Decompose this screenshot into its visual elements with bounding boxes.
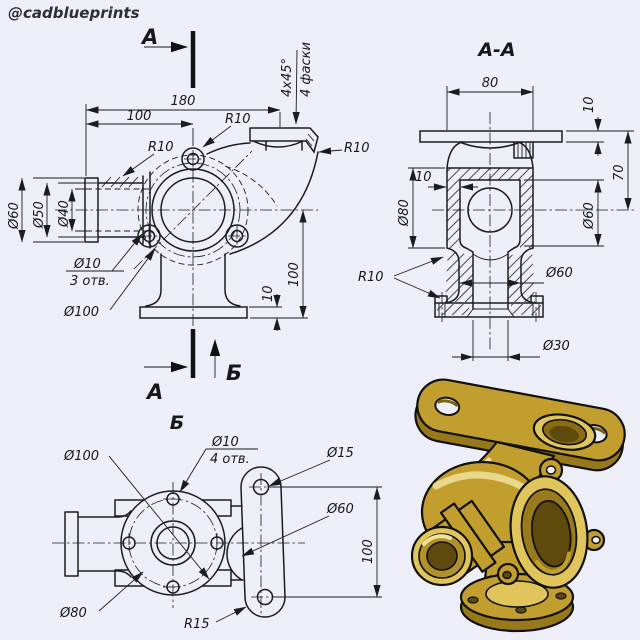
front-dim-100-right: 100	[287, 262, 302, 287]
bottom-stub	[64, 510, 132, 578]
render-front-flange	[496, 457, 606, 589]
front-r10-top: R10	[225, 112, 251, 127]
front-dia50: Ø50	[32, 201, 47, 229]
section-dia60-cavity: Ø60	[582, 202, 597, 230]
bottom-base-flange	[120, 490, 226, 596]
front-dimensions: 180 100 R10 R10 R10 4x45° 4 фаски Ø60 Ø5…	[7, 42, 370, 331]
front-r10-left: R10	[148, 140, 174, 155]
bottom-title: Б	[170, 412, 184, 434]
front-stem	[145, 253, 241, 307]
front-r10-right: R10	[344, 141, 370, 156]
front-dim-10: 10	[261, 285, 276, 302]
bottom-dia80: Ø80	[59, 606, 87, 621]
front-flange	[137, 147, 249, 266]
front-chamfer-note: 4 фаски	[299, 42, 314, 97]
front-dim-100-top: 100	[127, 109, 152, 124]
bottom-dim-100: 100	[361, 539, 376, 564]
render-3d	[410, 378, 626, 633]
bottom-dimensions: Ø100 Ø10 4 отв. Ø15 Ø60 100 Ø80 R15	[59, 435, 382, 632]
bottom-holes-note: 4 отв.	[210, 452, 250, 467]
section-letter-bottom: А	[145, 380, 163, 404]
section-dim-80: 80	[482, 76, 499, 91]
bottom-dia15: Ø15	[326, 446, 354, 461]
front-dia100: Ø100	[63, 305, 99, 320]
front-dia40: Ø40	[57, 200, 72, 228]
front-stub-chamfer-shading	[101, 176, 139, 188]
front-base-flange	[139, 306, 248, 319]
front-section-marks: А А Б	[140, 25, 242, 404]
bottom-dia10: Ø10	[211, 435, 239, 450]
bottom-dia100: Ø100	[63, 449, 99, 464]
front-view: 180 100 R10 R10 R10 4x45° 4 фаски Ø60 Ø5…	[7, 25, 370, 404]
front-dia60: Ø60	[7, 202, 22, 230]
render-stub-face	[410, 525, 474, 587]
front-holes-note: 3 отв.	[70, 274, 110, 289]
front-dia10: Ø10	[73, 257, 101, 272]
bottom-dia60: Ø60	[326, 502, 354, 517]
section-outline	[419, 130, 563, 322]
render-top-flange	[414, 378, 626, 472]
section-dim-70: 70	[612, 164, 627, 181]
section-r10: R10	[358, 270, 384, 285]
section-dimensions: 80 10 70 Ø80 10 Ø60 R10 Ø60	[358, 76, 634, 361]
section-dia30: Ø30	[542, 339, 570, 354]
front-dim-180: 180	[171, 94, 196, 109]
section-dim-10-top: 10	[582, 96, 597, 113]
section-dia60-stem: Ø60	[545, 266, 573, 281]
bottom-r15: R15	[184, 617, 210, 632]
front-chamfer-qty: 4x45°	[280, 58, 295, 97]
watermark-text: @cadblueprints	[8, 4, 140, 22]
front-stub	[84, 171, 151, 249]
view-letter-b: Б	[226, 361, 242, 385]
section-view-aa: А-А	[358, 39, 634, 361]
bottom-view-b: Б Ø100 Ø10 4 отв	[52, 412, 382, 632]
front-elbow	[206, 127, 319, 255]
section-letter-top: А	[140, 25, 158, 49]
section-dim-10-wall: 10	[415, 170, 432, 185]
section-dia80: Ø80	[397, 199, 412, 227]
section-title: А-А	[476, 39, 515, 61]
